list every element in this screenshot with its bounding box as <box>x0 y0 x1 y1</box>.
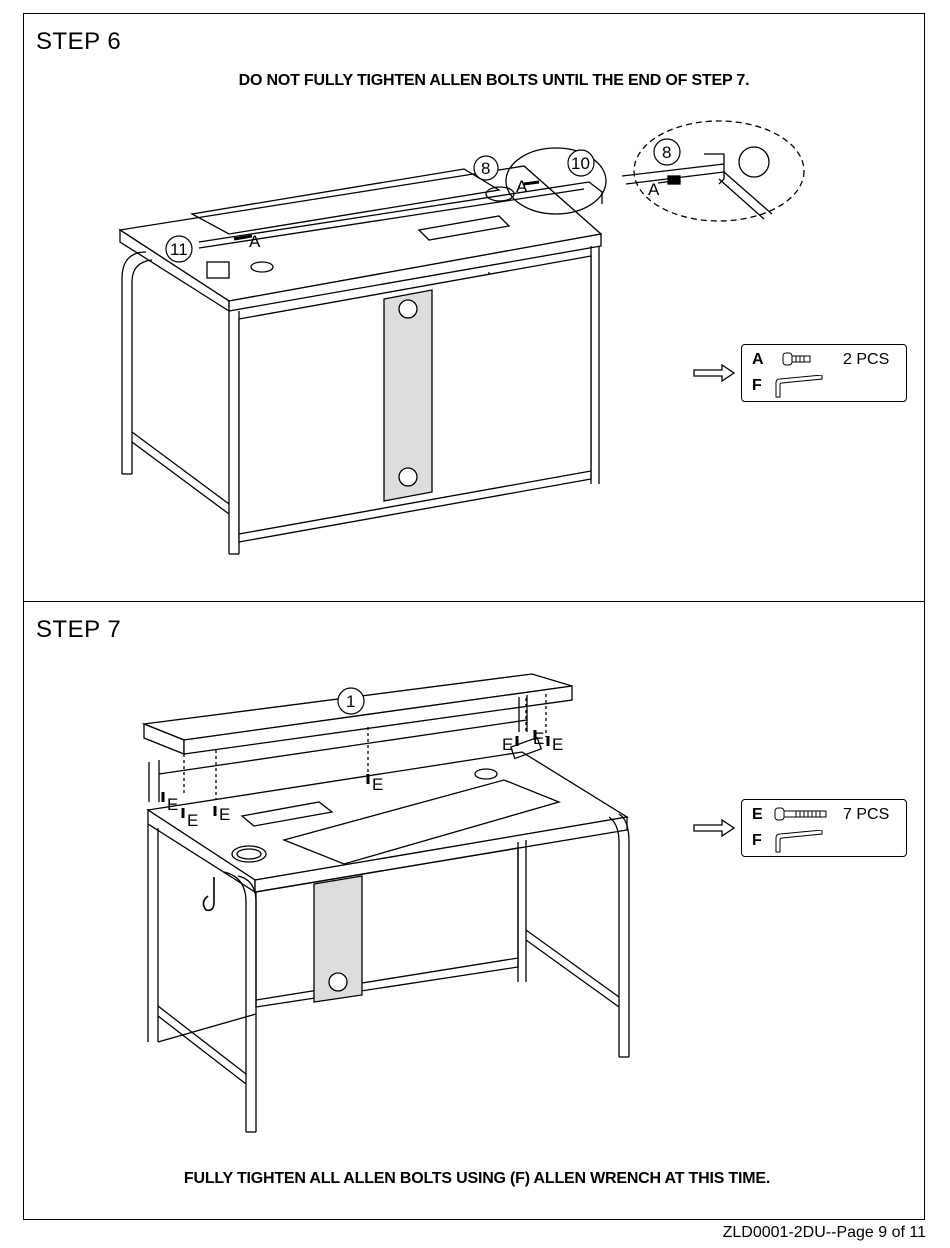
hardware-a-letter: A <box>752 351 764 369</box>
hardware-e-letter: E <box>752 806 763 824</box>
callout-8: 8 <box>481 159 490 178</box>
screw-label-e-7: E <box>552 735 563 754</box>
screw-label-e-1: E <box>167 795 178 814</box>
callout-1: 1 <box>346 692 355 711</box>
detail-callout-8: 8 <box>662 143 671 162</box>
step-6-panel: STEP 6 DO NOT FULLY TIGHTEN ALLEN BOLTS … <box>23 13 925 602</box>
callout-11: 11 <box>170 240 188 259</box>
screw-label-e-5: E <box>502 735 513 754</box>
page-footer: ZLD0001-2DU--Page 9 of 11 <box>723 1224 926 1242</box>
screw-label-e-4: E <box>372 775 383 794</box>
hardware-f-letter-step7: F <box>752 832 762 850</box>
step-6-desk-diagram: 11 8 10 8 A A A <box>24 14 926 603</box>
step-7-panel: STEP 7 FULLY TIGHTEN ALL ALLEN BOLTS USI… <box>23 601 925 1220</box>
step-6-hardware-box: A 2 PCS F <box>741 344 907 402</box>
allen-bolt-a-icon <box>780 351 820 367</box>
allen-wrench-f-icon <box>772 375 832 399</box>
bolt-label-a-detail: A <box>648 180 660 199</box>
bolt-label-a-left: A <box>249 232 261 251</box>
callout-10: 10 <box>571 154 590 173</box>
hardware-a-qty: 2 PCS <box>843 351 889 369</box>
hardware-e-qty: 7 PCS <box>843 806 889 824</box>
step-7-desk-diagram: 1 E E E E E E E <box>24 602 926 1221</box>
allen-bolt-e-icon <box>772 806 832 822</box>
step-7-hardware-box: E 7 PCS F <box>741 799 907 857</box>
allen-wrench-f-icon <box>772 830 832 854</box>
hardware-f-letter: F <box>752 377 762 395</box>
screw-label-e-6: E <box>533 729 544 748</box>
bolt-label-a-right: A <box>516 177 528 196</box>
screw-label-e-2: E <box>187 811 198 830</box>
screw-label-e-3: E <box>219 805 230 824</box>
